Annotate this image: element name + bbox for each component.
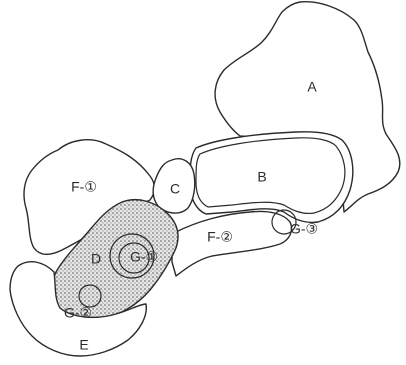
label-c: C <box>170 181 180 197</box>
label-g1: G-① <box>130 249 158 265</box>
region-a <box>214 1 401 213</box>
region-g2-circle <box>78 284 102 308</box>
label-f1: F-① <box>71 179 97 195</box>
label-a: A <box>307 79 317 95</box>
label-e: E <box>79 337 88 353</box>
region-b-inner <box>195 137 346 215</box>
label-g3: G-③ <box>290 221 318 237</box>
label-d: D <box>91 251 101 267</box>
region-b-outer <box>189 131 354 224</box>
region-c <box>152 158 196 214</box>
region-g3-circle <box>271 209 297 235</box>
region-g1-inner-circle <box>118 242 150 274</box>
label-b: B <box>257 169 266 185</box>
label-g2: G-② <box>64 305 92 321</box>
label-f2: F-② <box>207 229 233 245</box>
region-g1-outer-circle <box>109 233 155 279</box>
region-f2 <box>171 210 293 277</box>
region-e <box>9 261 147 357</box>
